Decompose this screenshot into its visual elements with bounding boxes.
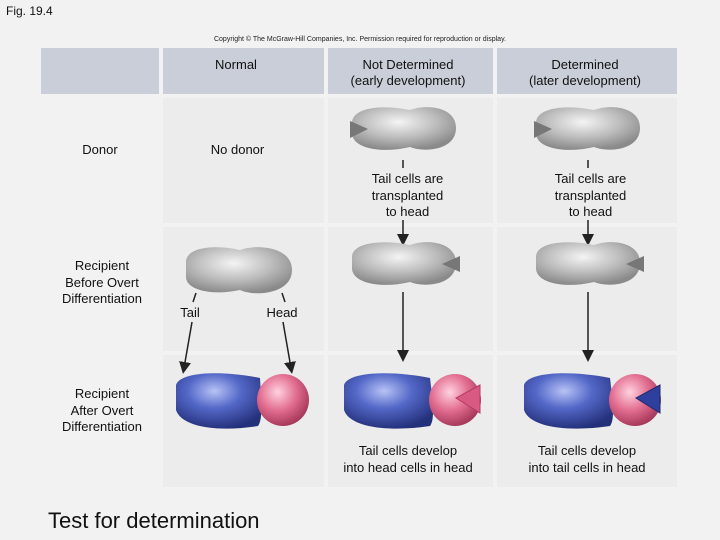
row-label-donor: Donor (82, 142, 118, 157)
column-header-determined-line1: Determined (551, 57, 619, 72)
tail-region-marker-icon (350, 121, 368, 138)
no-donor-label: No donor (210, 142, 265, 157)
result-d-line2: into tail cells in head (528, 459, 646, 475)
figure-caption: Test for determination (48, 508, 260, 533)
row-label-recipient-after: Recipient After Overt Differentiation (40, 386, 164, 436)
transplant-label-not-determined: Tail cells are transplanted to head (340, 171, 475, 221)
transplant-nd-line2: transplanted (371, 187, 444, 203)
transplant-graft-icon (635, 384, 661, 414)
column-header-not-determined: Not Determined (early development) (328, 57, 488, 89)
recipient-after-embryo-not-determined (344, 373, 481, 429)
donor-embryo-determined (534, 107, 640, 150)
transplant-nd-line1: Tail cells are (371, 171, 444, 186)
result-label-determined: Tail cells develop into tail cells in he… (507, 443, 667, 476)
row-label-recipient-before: Recipient Before Overt Differentiation (40, 258, 164, 308)
transplant-site-marker-icon (442, 256, 460, 272)
transplant-label-determined: Tail cells are transplanted to head (523, 171, 658, 221)
result-nd-line2: into head cells in head (343, 459, 473, 475)
transplant-graft-icon (455, 384, 481, 414)
result-label-not-determined: Tail cells develop into head cells in he… (328, 443, 488, 476)
recipient-embryo-not-determined (352, 242, 460, 285)
tail-region-marker-icon (534, 121, 552, 138)
header-cell-not-determined (328, 48, 493, 94)
row-label-recipient-before-line2: Before Overt (65, 274, 139, 290)
row-label-recipient-after-line2: After Overt (70, 402, 134, 418)
column-header-determined: Determined (later development) (497, 57, 673, 89)
column-header-normal: Normal (215, 57, 257, 72)
recipient-embryo-determined (536, 242, 644, 285)
column-header-not-determined-line2: (early development) (350, 73, 466, 88)
row-label-recipient-after-line1: Recipient (74, 386, 130, 401)
tail-label: Tail (180, 305, 200, 320)
row-label-recipient-before-line3: Differentiation (62, 291, 142, 306)
transplant-d-line1: Tail cells are (554, 171, 627, 186)
head-label: Head (266, 305, 298, 320)
transplant-site-marker-icon (626, 256, 644, 272)
transplant-d-line2: transplanted (554, 187, 627, 203)
column-header-determined-line2: (later development) (529, 73, 641, 88)
donor-normal-cell (163, 98, 324, 223)
header-cell-empty (41, 48, 159, 94)
recipient-after-embryo-determined (524, 373, 661, 429)
copyright-notice: Copyright © The McGraw-Hill Companies, I… (213, 36, 506, 43)
row-label-recipient-before-line1: Recipient (74, 258, 130, 273)
row-label-recipient-after-line3: Differentiation (62, 419, 142, 434)
result-d-line1: Tail cells develop (537, 443, 637, 458)
transplant-d-line3: to head (568, 204, 613, 219)
donor-embryo-not-determined (350, 107, 456, 150)
transplant-nd-line3: to head (385, 204, 430, 219)
header-cell-determined (497, 48, 677, 94)
header-cell-normal (163, 48, 324, 94)
recipient-after-embryo-normal (176, 373, 309, 429)
figure-label: Fig. 19.4 (6, 4, 53, 18)
column-header-not-determined-line1: Not Determined (362, 57, 454, 72)
recipient-embryo-normal (186, 247, 292, 294)
result-nd-line1: Tail cells develop (358, 443, 458, 458)
